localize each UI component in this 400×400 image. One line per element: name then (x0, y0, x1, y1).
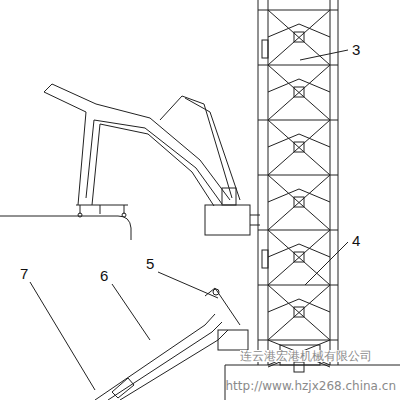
truss-member (268, 120, 330, 175)
callout-number: 3 (352, 42, 360, 57)
watermark: 连云港宏港机械有限公司 (240, 350, 372, 362)
stair-landing (294, 307, 304, 317)
callout-number: 5 (146, 256, 154, 271)
truss-member (258, 175, 338, 176)
truss-member (268, 175, 330, 230)
stair-landing (294, 32, 304, 42)
callout-number: 6 (100, 268, 108, 283)
tower-truss (258, 0, 338, 372)
leader-lines (30, 50, 348, 390)
stair-landing (294, 197, 304, 207)
stair-landing (294, 362, 304, 372)
truss-member (268, 10, 330, 65)
upper-gangway (44, 84, 260, 235)
callout-number: 7 (20, 266, 28, 281)
truss-member (268, 285, 330, 340)
truss-member (268, 230, 330, 285)
truss-member (268, 175, 330, 230)
truss-member (268, 285, 330, 340)
truss-member (268, 65, 330, 120)
truss-member (268, 10, 330, 65)
truss-member (258, 65, 338, 66)
truss-member (268, 65, 330, 120)
ship-deck (0, 216, 131, 240)
truss-member (258, 285, 338, 286)
stair-landing (294, 142, 304, 152)
truss-member (258, 230, 338, 231)
truss-member (268, 230, 330, 285)
truss-member (268, 120, 330, 175)
base-foundation (225, 365, 400, 400)
stair-landing (294, 87, 304, 97)
stair-landing (294, 252, 304, 262)
watermark: http://www.hzjx268.china.cn (226, 380, 397, 392)
truss-member (258, 10, 338, 11)
truss-member (258, 120, 338, 121)
callout-number: 4 (352, 233, 360, 248)
